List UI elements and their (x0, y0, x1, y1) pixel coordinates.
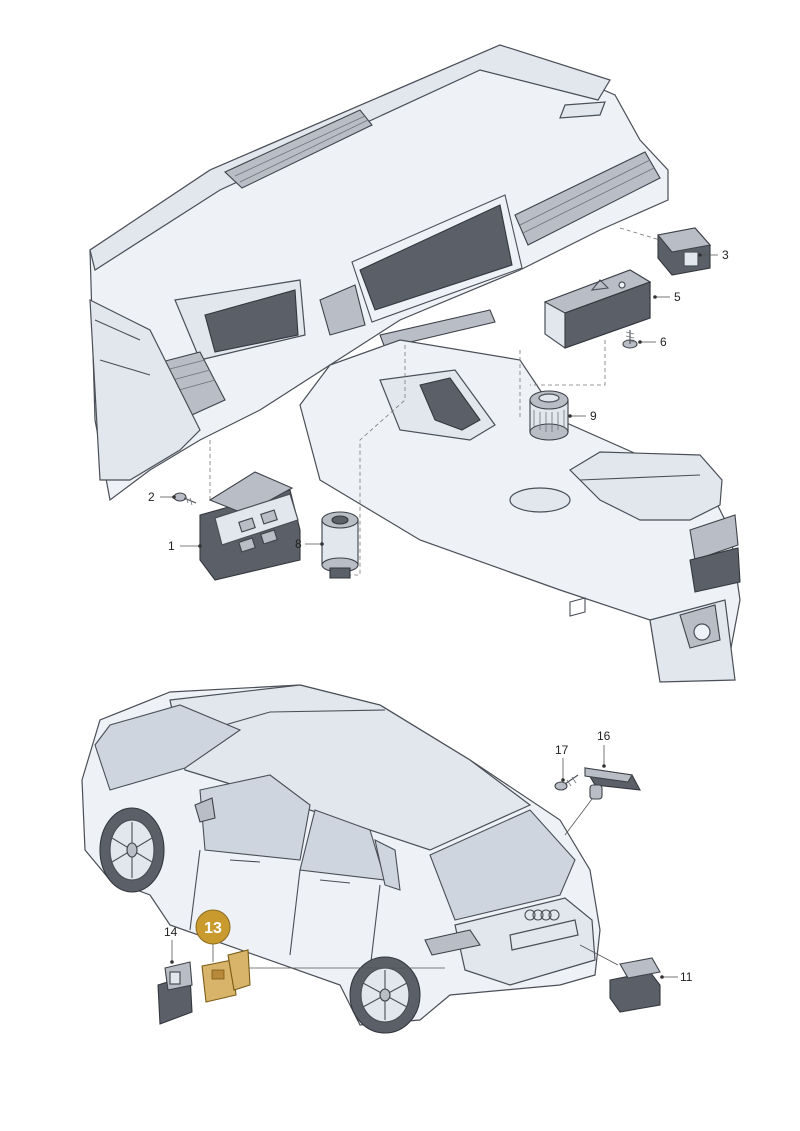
part-8-cylinder-switch (321, 511, 359, 579)
part-17-bolt (554, 774, 579, 791)
svg-text:3: 3 (722, 248, 729, 262)
part-16-sensor (583, 767, 641, 800)
callout-2: 2 (148, 490, 176, 504)
rear-window (429, 809, 576, 921)
part-3-switch (656, 227, 712, 276)
svg-text:16: 16 (597, 729, 611, 743)
instrument-cluster (204, 289, 299, 353)
callout-13-highlighted: 13 (195, 909, 231, 962)
svg-text:1: 1 (168, 539, 175, 553)
part-2-screw (173, 492, 197, 506)
part-1-switch-module (199, 471, 301, 581)
callout-14: 14 (164, 925, 178, 964)
callouts: 1 2 3 5 6 8 9 11 (148, 248, 729, 984)
gear-selector (419, 377, 481, 431)
part-6-screw (622, 330, 638, 349)
callout-11: 11 (660, 970, 693, 984)
dashboard-assembly (89, 44, 741, 683)
svg-text:8: 8 (295, 537, 302, 551)
svg-text:14: 14 (164, 925, 178, 939)
svg-text:2: 2 (148, 490, 155, 504)
armrest (569, 451, 723, 521)
callout-8: 8 (295, 537, 324, 551)
svg-text:6: 6 (660, 335, 667, 349)
callout-5: 5 (653, 290, 681, 304)
svg-text:11: 11 (680, 970, 693, 984)
svg-text:17: 17 (555, 743, 569, 757)
four-rings-logo-icon (524, 909, 560, 921)
part-5-hazard-switch-panel (543, 269, 652, 349)
callout-1: 1 (168, 539, 202, 553)
part-11-switch (609, 957, 661, 1013)
front-wheel (99, 807, 165, 893)
callout-16: 16 (597, 729, 611, 768)
callout-6: 6 (638, 335, 667, 349)
right-air-vent (514, 151, 661, 246)
hazard-triangle-icon (590, 279, 610, 291)
center-display (359, 204, 513, 311)
svg-text:5: 5 (674, 290, 681, 304)
part-13-highlighted-switch (201, 949, 251, 1003)
part-14-switch (157, 961, 193, 1025)
callout-9: 9 (568, 409, 597, 423)
svg-text:13: 13 (204, 920, 222, 937)
suv-exterior (81, 684, 601, 1034)
center-button-strip (379, 309, 496, 349)
callout-17: 17 (555, 743, 569, 782)
svg-text:9: 9 (590, 409, 597, 423)
rear-wheel (349, 956, 421, 1034)
center-left-vent (319, 284, 366, 336)
exterior-leader-lines (248, 794, 619, 969)
callout-3: 3 (698, 248, 729, 262)
part-9-rotary-knob (529, 390, 569, 441)
